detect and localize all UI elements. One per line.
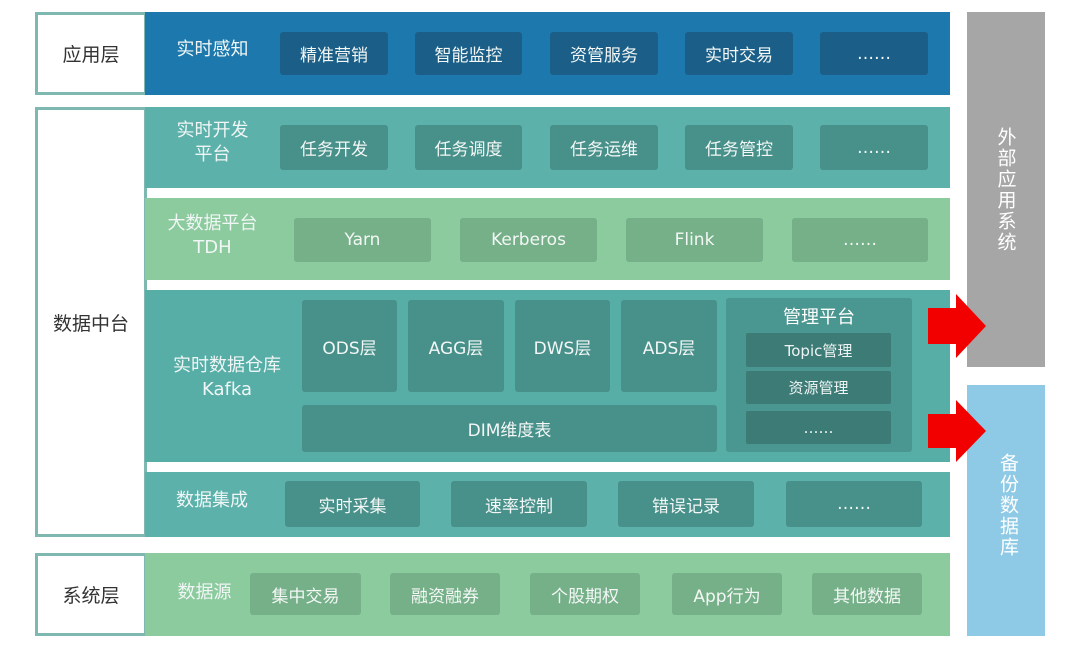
source-item: 集中交易 <box>250 573 361 615</box>
management-item: 资源管理 <box>746 371 891 404</box>
integration-item: 速率控制 <box>451 481 587 527</box>
dev-item: 任务管控 <box>685 125 793 170</box>
app-layer-label: 应用层 <box>35 12 147 95</box>
warehouse-layer: DWS层 <box>515 300 610 392</box>
dev-item: 任务开发 <box>280 125 388 170</box>
bigdata-item: Kerberos <box>460 218 597 262</box>
app-item: 智能监控 <box>415 32 522 75</box>
dim-table: DIM维度表 <box>302 405 717 452</box>
bigdata-item: Flink <box>626 218 763 262</box>
source-item: 融资融券 <box>390 573 500 615</box>
band-label-line: 大数据平台 <box>167 213 258 234</box>
management-item: Topic管理 <box>746 333 891 367</box>
warehouse-layer: ODS层 <box>302 300 397 392</box>
system-layer-band: 数据源 集中交易 融资融券 个股期权 App行为 其他数据 <box>145 553 950 636</box>
data-platform-label: 数据中台 <box>35 107 147 537</box>
band-label: 实时数据仓库 Kafka <box>157 354 297 402</box>
dev-platform-band: 实时开发 平台 任务开发 任务调度 任务运维 任务管控 …… <box>145 107 950 188</box>
integration-item: 实时采集 <box>285 481 420 527</box>
management-platform: 管理平台 Topic管理 资源管理 …… <box>726 298 912 452</box>
data-integration-band: 数据集成 实时采集 速率控制 错误记录 …… <box>145 472 950 537</box>
app-item: 实时交易 <box>685 32 793 75</box>
dev-item: 任务调度 <box>415 125 522 170</box>
backup-db-label: 备份数据库 <box>997 453 1019 558</box>
external-system-label: 外部应用系统 <box>994 126 1017 253</box>
band-label: 大数据平台 TDH <box>145 212 280 260</box>
dev-item: 任务运维 <box>550 125 658 170</box>
arrow-right-icon <box>928 400 986 462</box>
band-label-line: 实时开发 <box>176 120 249 141</box>
realtime-warehouse-band: 实时数据仓库 Kafka ODS层 AGG层 DWS层 ADS层 DIM维度表 … <box>145 290 950 462</box>
source-item: 个股期权 <box>530 573 640 615</box>
band-label: 数据集成 <box>176 490 248 511</box>
bigdata-item: Yarn <box>294 218 431 262</box>
bigdata-platform-band: 大数据平台 TDH Yarn Kerberos Flink …… <box>145 198 950 280</box>
band-label: 实时开发 平台 <box>145 119 280 167</box>
app-item: …… <box>820 32 928 75</box>
app-item: 资管服务 <box>550 32 658 75</box>
management-item: …… <box>746 411 891 444</box>
integration-item: 错误记录 <box>618 481 754 527</box>
dev-item: …… <box>820 125 928 170</box>
band-label-line: 实时数据仓库 <box>173 355 281 376</box>
management-title: 管理平台 <box>783 307 855 328</box>
app-layer-band: 实时感知 精准营销 智能监控 资管服务 实时交易 …… <box>145 12 950 95</box>
warehouse-layer: AGG层 <box>408 300 504 392</box>
band-label-line: TDH <box>193 237 232 258</box>
app-item: 精准营销 <box>280 32 388 75</box>
band-label-line: 平台 <box>194 144 231 165</box>
bigdata-item: …… <box>792 218 928 262</box>
source-item: App行为 <box>672 573 782 615</box>
integration-item: …… <box>786 481 922 527</box>
source-item: 其他数据 <box>812 573 922 615</box>
arrow-right-icon <box>928 294 986 358</box>
band-label: 数据源 <box>177 582 232 603</box>
band-label: 实时感知 <box>176 38 249 60</box>
warehouse-layer: ADS层 <box>621 300 717 392</box>
system-layer-label: 系统层 <box>35 553 147 636</box>
external-system-box: 外部应用系统 <box>967 12 1045 367</box>
band-label-line: Kafka <box>202 379 252 400</box>
